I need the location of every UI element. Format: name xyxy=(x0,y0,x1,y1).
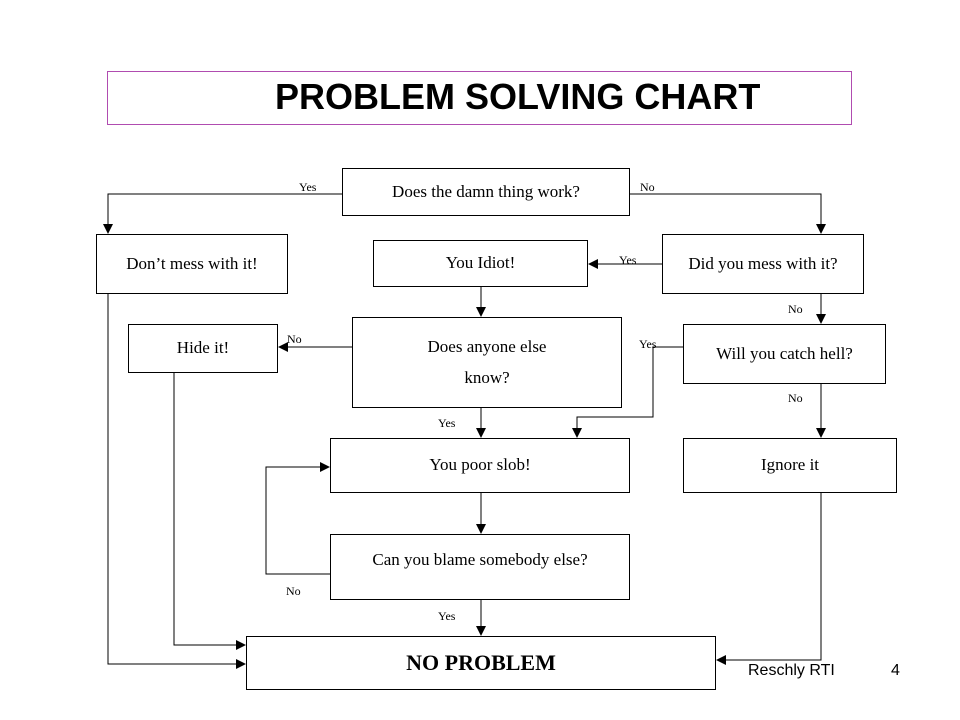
node-will-you-catch-hell: Will you catch hell? xyxy=(683,324,886,384)
edge-blame-no xyxy=(265,462,331,575)
node-did-you-mess: Did you mess with it? xyxy=(662,234,864,294)
edge-works-yes xyxy=(103,193,342,234)
node-hide-it: Hide it! xyxy=(128,324,278,373)
edge-catch-yes xyxy=(572,346,683,438)
node-does-anyone-know: Does anyone else know? xyxy=(352,317,622,408)
node-blame-somebody: Can you blame somebody else? xyxy=(330,534,630,600)
label-anyone-no: No xyxy=(287,332,302,346)
edge-dontmess-noproblem xyxy=(107,294,246,669)
label-mess-yes: Yes xyxy=(619,253,637,267)
node-no-problem: NO PROBLEM xyxy=(246,636,716,690)
label-catch-no: No xyxy=(788,391,803,405)
label-works-no: No xyxy=(640,180,655,194)
chart-title: PROBLEM SOLVING CHART xyxy=(275,76,761,117)
label-blame-yes: Yes xyxy=(438,609,456,623)
title-box xyxy=(107,71,852,125)
node-you-poor-slob: You poor slob! xyxy=(330,438,630,493)
edge-ignore-noproblem xyxy=(716,493,822,665)
node-ignore-it: Ignore it xyxy=(683,438,897,493)
label-works-yes: Yes xyxy=(299,180,317,194)
edge-works-no xyxy=(630,193,826,234)
footer-credit: Reschly RTI xyxy=(748,662,835,679)
node-you-idiot: You Idiot! xyxy=(373,240,588,287)
edge-hide-noproblem xyxy=(173,373,246,650)
node-does-it-work: Does the damn thing work? xyxy=(342,168,630,216)
page-number: 4 xyxy=(891,662,900,679)
label-anyone-yes: Yes xyxy=(438,416,456,430)
label-catch-yes: Yes xyxy=(639,337,657,351)
label-blame-no: No xyxy=(286,584,301,598)
node-dont-mess-with-it: Don’t mess with it! xyxy=(96,234,288,294)
label-mess-no: No xyxy=(788,302,803,316)
